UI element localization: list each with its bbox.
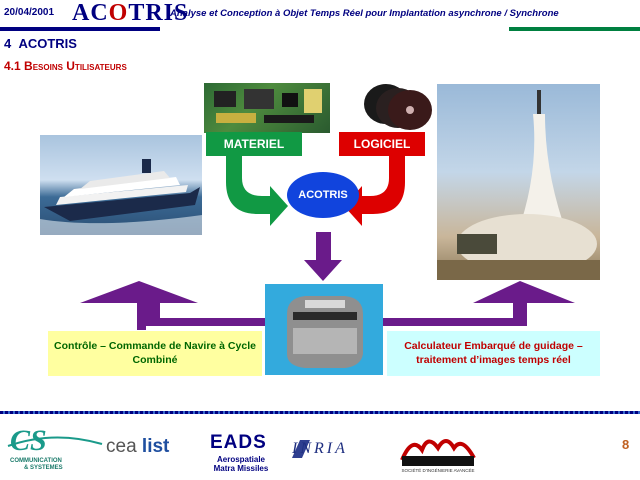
missile-illustration xyxy=(437,90,600,280)
purple-left-arrow xyxy=(80,281,265,326)
slide-date: 20/04/2001 xyxy=(4,7,55,18)
cs-logo: CS COMMUNICATION & SYSTEMES xyxy=(6,424,104,474)
cs-logo-mark: CS xyxy=(7,424,103,457)
inria-logo: INRIA xyxy=(292,440,348,457)
eads-subtitle-line-2: Matra Missiles xyxy=(213,463,269,473)
header-rule-right xyxy=(509,27,640,31)
red-arrow xyxy=(344,156,405,226)
section-heading: 4 ACOTRIS xyxy=(4,36,77,51)
subsection-number: 4.1 xyxy=(4,59,21,73)
cs-logo-text-2: & SYSTEMES xyxy=(24,465,63,471)
cs-logo-text-1: COMMUNICATION xyxy=(10,458,62,464)
purple-right-arrow xyxy=(383,281,575,326)
inria-mark-icon xyxy=(290,438,312,460)
section-title: ACOTRIS xyxy=(18,36,77,51)
footer-rule xyxy=(0,411,640,414)
control-command-box: Contrôle – Commande de Navire à Cycle Co… xyxy=(48,331,262,376)
section-number: 4 xyxy=(4,36,12,51)
circuit-board-photo xyxy=(204,83,330,133)
acotris-ellipse: ACOTRIS xyxy=(287,172,359,218)
circuit-illustration xyxy=(214,89,322,123)
header-subtitle: Analyse et Conception à Objet Temps Réel… xyxy=(170,8,559,19)
cea-logo-part-2: list xyxy=(141,436,170,457)
cea-list-logo: cea list xyxy=(106,436,169,458)
header-rule-left xyxy=(0,27,160,31)
acotris-logo: ACOTRIS xyxy=(72,0,189,26)
sitia-logo-mark xyxy=(400,439,476,466)
device-panel xyxy=(265,284,383,375)
ship-photo xyxy=(40,135,202,235)
logiciel-label: LOGICIEL xyxy=(339,132,425,156)
green-arrow xyxy=(226,156,288,226)
cea-logo-part-1: cea xyxy=(106,436,137,457)
sitia-logo-text: SOCIÉTÉ D'INGÉNIERIE AVANCÉE xyxy=(401,468,475,473)
ship-illustration xyxy=(40,159,202,235)
sitia-logo: SOCIÉTÉ D'INGÉNIERIE AVANCÉE xyxy=(398,430,478,476)
embedded-computer-box: Calculateur Embarqué de guidage – traite… xyxy=(387,331,600,376)
materiel-label: MATERIEL xyxy=(206,132,302,156)
software-discs-photo xyxy=(362,82,432,132)
discs-illustration xyxy=(364,84,432,130)
device-illustration xyxy=(287,296,363,368)
subsection-heading: 4.1 Besoins Utilisateurs xyxy=(4,59,127,73)
page-number: 8 xyxy=(622,437,630,452)
eads-subtitle-line-1: Aerospatiale xyxy=(216,455,266,464)
eads-subtitle: Aerospatiale Matra Missiles xyxy=(209,455,273,474)
eads-logo: EADS xyxy=(210,432,267,453)
missile-launch-photo xyxy=(437,84,600,280)
subsection-title: Besoins Utilisateurs xyxy=(24,59,127,73)
purple-down-arrow xyxy=(304,232,342,281)
